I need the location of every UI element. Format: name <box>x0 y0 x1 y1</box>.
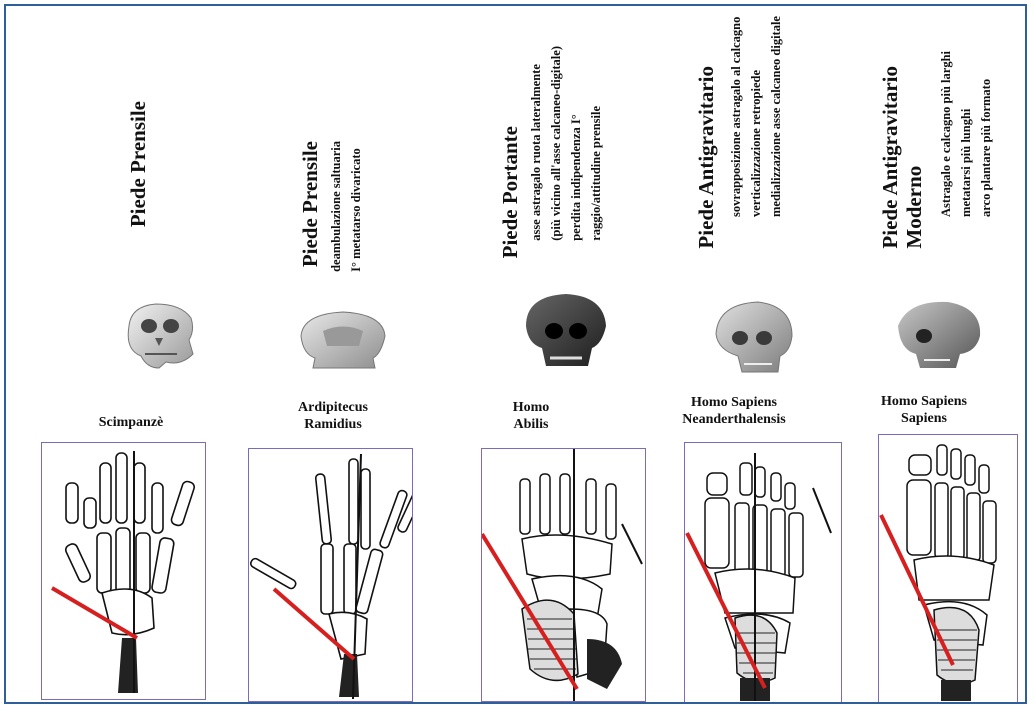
ardipithecus-foot-skeleton-icon <box>249 449 413 702</box>
antigravity-foot-skeleton-icon <box>685 443 842 704</box>
description-line: sovrapposizione astragalo al calcagno <box>729 17 743 217</box>
species-label: Ardipitecus Ramidius <box>243 399 423 433</box>
modern-foot-skeleton-icon <box>879 435 1018 704</box>
description-line: (più vicino all'asse calcaneo-digitale) <box>549 46 563 241</box>
description-line: raggio/attitudine prensile <box>589 106 603 241</box>
column-description: Astragalo e calcagno più larghi metatars… <box>936 51 996 217</box>
foot-panel <box>41 442 206 700</box>
column-homo-habilis: Piede Portante asse astragalo ruota late… <box>436 6 626 704</box>
foot-panel <box>878 434 1018 704</box>
bearing-foot-skeleton-icon <box>482 449 646 702</box>
column-description: asse astragalo ruota lateralmente (più v… <box>526 46 606 241</box>
species-label: Homo Abilis <box>441 399 621 433</box>
foot-panel <box>684 442 842 704</box>
description-line: deambulazione saltuaria <box>329 141 343 272</box>
column-title: Piede Prensile <box>126 101 150 227</box>
grasping-foot-skeleton-icon <box>42 443 206 700</box>
ardipithecus-skull-icon <box>293 306 393 376</box>
column-homo-sapiens: Piede Antigravitario Moderno Astragalo e… <box>836 6 1026 704</box>
column-ardipithecus: Piede Prensile deambulazione saltuaria I… <box>238 6 428 704</box>
description-line: perdita indipendenza I° <box>569 114 583 241</box>
description-line: Astragalo e calcagno più larghi <box>939 51 953 217</box>
column-title: Piede Portante <box>498 126 522 258</box>
column-description: sovrapposizione astragalo al calcagno ve… <box>726 16 786 217</box>
homo-habilis-skull-icon <box>516 286 616 376</box>
description-line: medializzazione asse calcaneo digitale <box>769 16 783 217</box>
column-description: deambulazione saltuaria I° metatarso div… <box>326 141 366 272</box>
modern-human-skull-icon <box>888 296 988 376</box>
foot-panel <box>481 448 646 702</box>
column-chimpanzee: Piede Prensile Scimpanzè <box>36 6 226 704</box>
species-label: Homo Sapiens Sapiens <box>834 393 1014 427</box>
species-label: Scimpanzè <box>41 414 221 431</box>
description-line: metatarsi più lunghi <box>959 109 973 217</box>
foot-panel <box>248 448 413 702</box>
description-line: verticalizzazione retropiede <box>749 70 763 217</box>
chimp-skull-icon <box>111 296 211 376</box>
column-title: Piede Antigravitario <box>694 66 718 249</box>
column-title: Piede Antigravitario Moderno <box>878 66 926 249</box>
column-neanderthal: Piede Antigravitario sovrapposizione ast… <box>646 6 836 704</box>
figure-frame: Piede Prensile Scimpanzè <box>4 4 1027 704</box>
species-label: Homo Sapiens Neanderthalensis <box>644 394 824 428</box>
column-title: Piede Prensile <box>298 141 322 267</box>
description-line: asse astragalo ruota lateralmente <box>529 64 543 241</box>
neanderthal-skull-icon <box>708 296 798 376</box>
description-line: I° metatarso divaricato <box>349 148 363 272</box>
description-line: arco plantare più formato <box>979 79 993 217</box>
